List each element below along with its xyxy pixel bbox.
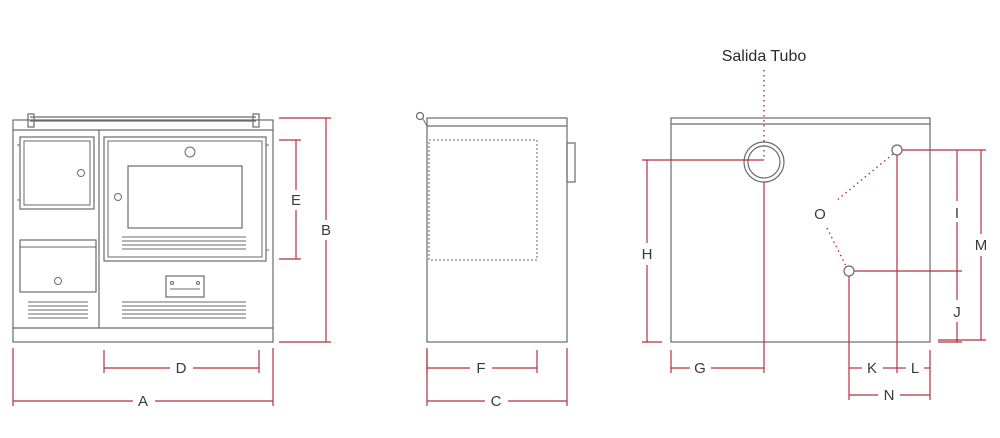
- rear-body-outline: [670, 117, 931, 343]
- oven-window: [127, 165, 243, 229]
- label-g: G: [694, 360, 706, 377]
- label-n: N: [884, 387, 895, 404]
- label-m: M: [975, 237, 988, 254]
- outlet-label: Salida Tubo: [722, 48, 807, 65]
- side-handle: [566, 142, 576, 183]
- dimension-d: D: [103, 350, 260, 377]
- label-f: F: [476, 360, 485, 377]
- front-body-outline: [12, 119, 274, 343]
- flue-outlet: [743, 141, 785, 183]
- side-rail-end: [415, 111, 425, 121]
- dimension-a: A: [12, 348, 274, 410]
- dimension-l: L: [896, 155, 931, 400]
- left-lower-drawer: [19, 239, 97, 293]
- left-vent: [28, 301, 88, 319]
- label-i: I: [955, 205, 959, 222]
- upper-inlet-hole: [891, 144, 903, 156]
- dimension-o: O: [814, 153, 894, 267]
- label-d: D: [176, 360, 187, 377]
- rear-view: Salida Tubo H G O: [642, 48, 988, 404]
- dimension-m: M: [938, 149, 988, 341]
- label-b: B: [321, 222, 331, 239]
- towel-rail: [27, 113, 260, 128]
- side-body-outline: [426, 117, 568, 343]
- label-l: L: [911, 360, 919, 377]
- dimension-h: H: [642, 159, 764, 343]
- label-o: O: [814, 206, 826, 223]
- oven-door: [103, 136, 269, 262]
- left-upper-door: [17, 136, 95, 210]
- dimension-f: F: [426, 350, 538, 377]
- oven-cavity: [428, 139, 538, 261]
- side-view: F C: [415, 111, 576, 410]
- label-e: E: [291, 192, 301, 209]
- label-j: J: [953, 304, 961, 321]
- dimension-n: N: [849, 387, 930, 404]
- air-control-knob: [165, 275, 205, 298]
- label-a: A: [138, 393, 148, 410]
- dimension-g: G: [670, 182, 765, 377]
- dimension-j: J: [938, 271, 962, 343]
- label-h: H: [642, 246, 653, 263]
- dimension-e: E: [279, 139, 301, 260]
- label-c: C: [491, 393, 502, 410]
- dimension-i: I: [854, 149, 962, 272]
- front-view: A D B E: [12, 113, 331, 410]
- label-k: K: [867, 360, 877, 377]
- dimension-k: K: [848, 276, 897, 400]
- right-vent: [122, 301, 246, 319]
- lower-inlet-hole: [843, 265, 855, 277]
- dimension-b: B: [279, 117, 331, 343]
- dimension-c: C: [426, 348, 568, 410]
